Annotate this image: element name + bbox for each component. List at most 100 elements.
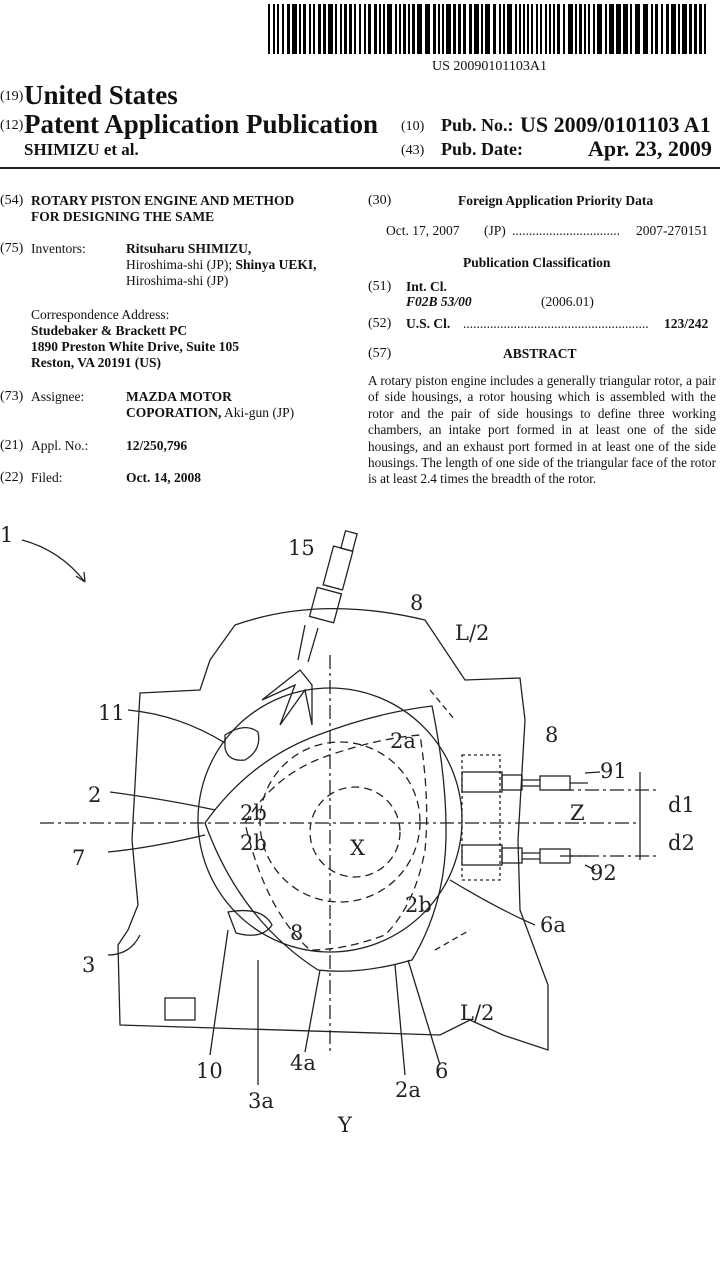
code-75: (75) bbox=[0, 241, 24, 256]
label-91: 91 bbox=[600, 759, 627, 783]
us-cl-dots: ........................................… bbox=[463, 316, 649, 331]
publication-type: Patent Application Publication bbox=[24, 109, 379, 139]
leader-4a bbox=[304, 969, 321, 1053]
shaft-dashed-circle bbox=[309, 786, 401, 878]
code-12: (12) bbox=[0, 118, 24, 133]
code-10: (10) bbox=[401, 119, 425, 134]
inventors-label: Inventors: bbox=[31, 241, 86, 256]
label-15: 15 bbox=[288, 536, 315, 560]
title-line-1: ROTARY PISTON ENGINE AND METHOD bbox=[31, 193, 295, 208]
code-57: (57) bbox=[368, 346, 392, 361]
code-54: (54) bbox=[0, 193, 24, 208]
leader-92 bbox=[584, 864, 596, 871]
figure-labels: 1 15 8 L/2 11 2a 8 91 2 2b d1 Z 2b X 7 d… bbox=[0, 523, 695, 1137]
rotor-outline bbox=[204, 705, 447, 972]
spark-plug-91 bbox=[461, 771, 588, 793]
label-7: 7 bbox=[72, 846, 85, 870]
label-8-bottom: 8 bbox=[290, 921, 303, 945]
spark-plug-15 bbox=[297, 529, 358, 663]
label-4a: 4a bbox=[290, 1051, 316, 1075]
label-2: 2 bbox=[88, 783, 101, 807]
assignee-line-2: COPORATION, Aki-gun (JP) bbox=[126, 405, 295, 420]
leader-2a bbox=[394, 964, 406, 1076]
label-10: 10 bbox=[196, 1059, 223, 1083]
label-z: Z bbox=[570, 801, 585, 825]
label-l2-bottom: L/2 bbox=[460, 1001, 494, 1025]
priority-country: (JP) bbox=[484, 223, 506, 238]
abstract-heading: ABSTRACT bbox=[503, 346, 577, 361]
correspondence-line-2: 1890 Preston White Drive, Suite 105 bbox=[31, 339, 239, 354]
leader-11 bbox=[127, 709, 226, 744]
inventors-short: SHIMIZU et al. bbox=[24, 140, 139, 159]
label-92: 92 bbox=[590, 861, 617, 885]
correspondence-line-1: Studebaker & Brackett PC bbox=[31, 323, 188, 338]
code-43: (43) bbox=[401, 143, 425, 158]
appl-label: Appl. No.: bbox=[31, 438, 89, 453]
abstract-text: A rotary piston engine includes a genera… bbox=[368, 373, 716, 487]
label-6: 6 bbox=[435, 1059, 448, 1083]
housing-slot bbox=[164, 997, 196, 1021]
leader-3 bbox=[107, 934, 141, 956]
pub-no: US 2009/0101103 A1 bbox=[520, 112, 711, 137]
barcode bbox=[268, 4, 706, 54]
correspondence-line-3: Reston, VA 20191 (US) bbox=[31, 355, 162, 370]
leader-2 bbox=[109, 791, 216, 811]
label-2a-bottom: 2a bbox=[395, 1078, 421, 1102]
label-3a: 3a bbox=[248, 1089, 274, 1113]
leader-7 bbox=[107, 834, 206, 853]
label-d1: d1 bbox=[668, 793, 695, 817]
code-22: (22) bbox=[0, 470, 24, 485]
code-51: (51) bbox=[368, 279, 392, 294]
code-52: (52) bbox=[368, 316, 392, 331]
arrow-l2-top bbox=[429, 689, 456, 721]
intake-port bbox=[224, 727, 260, 761]
label-1: 1 bbox=[0, 523, 13, 547]
filed-date: Oct. 14, 2008 bbox=[126, 470, 201, 485]
label-2b-right: 2b bbox=[405, 893, 432, 917]
hatched-region bbox=[461, 754, 501, 881]
label-y: Y bbox=[337, 1113, 353, 1137]
gear-dashed-circle bbox=[259, 741, 421, 903]
label-l2-top: L/2 bbox=[455, 621, 489, 645]
assignee-label: Assignee: bbox=[31, 389, 85, 404]
housing-outline bbox=[117, 608, 549, 1051]
correspondence-label: Correspondence Address: bbox=[31, 307, 170, 322]
foreign-priority-heading: Foreign Application Priority Data bbox=[458, 193, 654, 208]
filed-label: Filed: bbox=[31, 470, 63, 485]
pub-no-label: Pub. No.: bbox=[441, 115, 514, 135]
us-cl-label: U.S. Cl. bbox=[406, 316, 451, 331]
label-8-top: 8 bbox=[410, 591, 423, 615]
country: United States bbox=[24, 80, 178, 110]
spark-plug-92 bbox=[461, 844, 588, 866]
leader-6a bbox=[449, 879, 536, 926]
int-cl-year: (2006.01) bbox=[541, 294, 594, 309]
rotor-inner-dashed bbox=[244, 734, 428, 951]
code-21: (21) bbox=[0, 438, 24, 453]
publication-classification-heading: Publication Classification bbox=[463, 255, 611, 270]
label-11: 11 bbox=[98, 701, 125, 725]
leader-10 bbox=[209, 929, 229, 1056]
label-6a: 6a bbox=[540, 913, 566, 937]
leader-6 bbox=[407, 959, 441, 1066]
inventor-1-name: Ritsuharu SHIMIZU, bbox=[126, 241, 252, 256]
inventor-2-location: Hiroshima-shi (JP) bbox=[126, 273, 229, 288]
engine-drawing: 1 15 8 L/2 11 2a 8 91 2 2b d1 Z 2b X 7 d… bbox=[0, 523, 695, 1137]
label-d2: d2 bbox=[668, 831, 695, 855]
pub-date: Apr. 23, 2009 bbox=[588, 136, 712, 161]
priority-number: 2007-270151 bbox=[636, 223, 708, 238]
arrow-1 bbox=[21, 539, 86, 583]
int-cl-label: Int. Cl. bbox=[406, 279, 447, 294]
leader-91 bbox=[584, 771, 601, 774]
assignee-line-1: MAZDA MOTOR bbox=[126, 389, 232, 404]
int-cl-code: F02B 53/00 bbox=[406, 294, 472, 309]
arrow-l2-bottom bbox=[434, 929, 471, 951]
priority-date: Oct. 17, 2007 bbox=[386, 223, 460, 238]
label-2a-top: 2a bbox=[390, 729, 416, 753]
barcode-number: US 20090101103A1 bbox=[432, 59, 547, 74]
label-2b-upper: 2b bbox=[240, 801, 267, 825]
label-2b-lower: 2b bbox=[240, 831, 267, 855]
code-73: (73) bbox=[0, 389, 24, 404]
header-rule bbox=[0, 167, 720, 169]
intake-port-lower bbox=[227, 909, 273, 936]
label-3: 3 bbox=[82, 953, 95, 977]
